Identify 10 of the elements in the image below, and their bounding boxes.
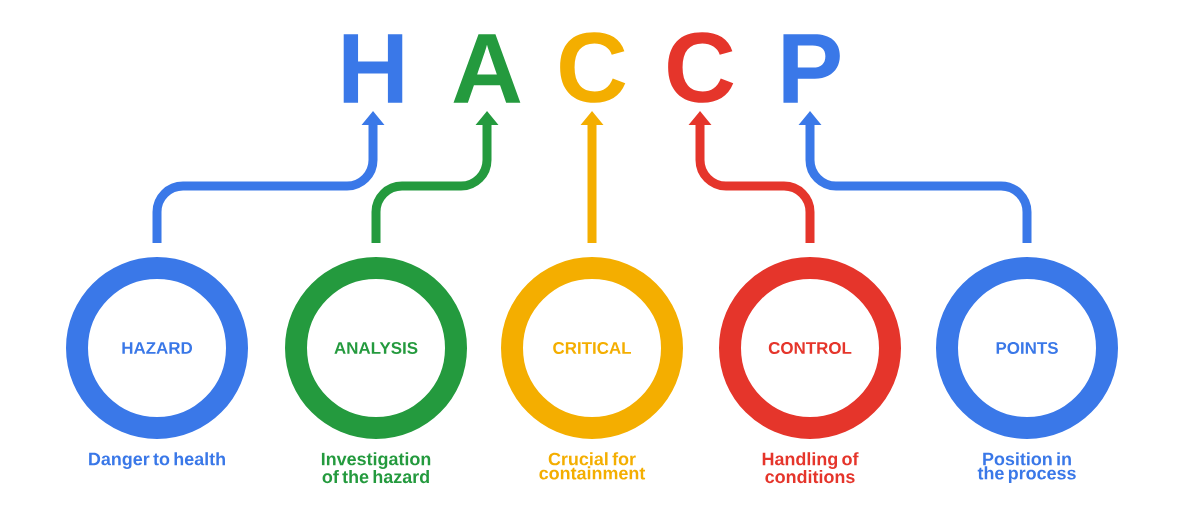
node-label: Handling of conditions — [762, 452, 859, 484]
letter: P — [783, 34, 840, 103]
node-label: Danger to health — [89, 452, 225, 469]
letter: A — [453, 34, 521, 103]
letter: C — [560, 32, 626, 103]
letter: H — [343, 34, 403, 103]
letter: C — [668, 32, 734, 103]
node-label: Crucial for containment — [539, 452, 646, 480]
node-label: Position in the process — [977, 452, 1076, 484]
node-label: Investigation of the hazard — [321, 452, 431, 484]
